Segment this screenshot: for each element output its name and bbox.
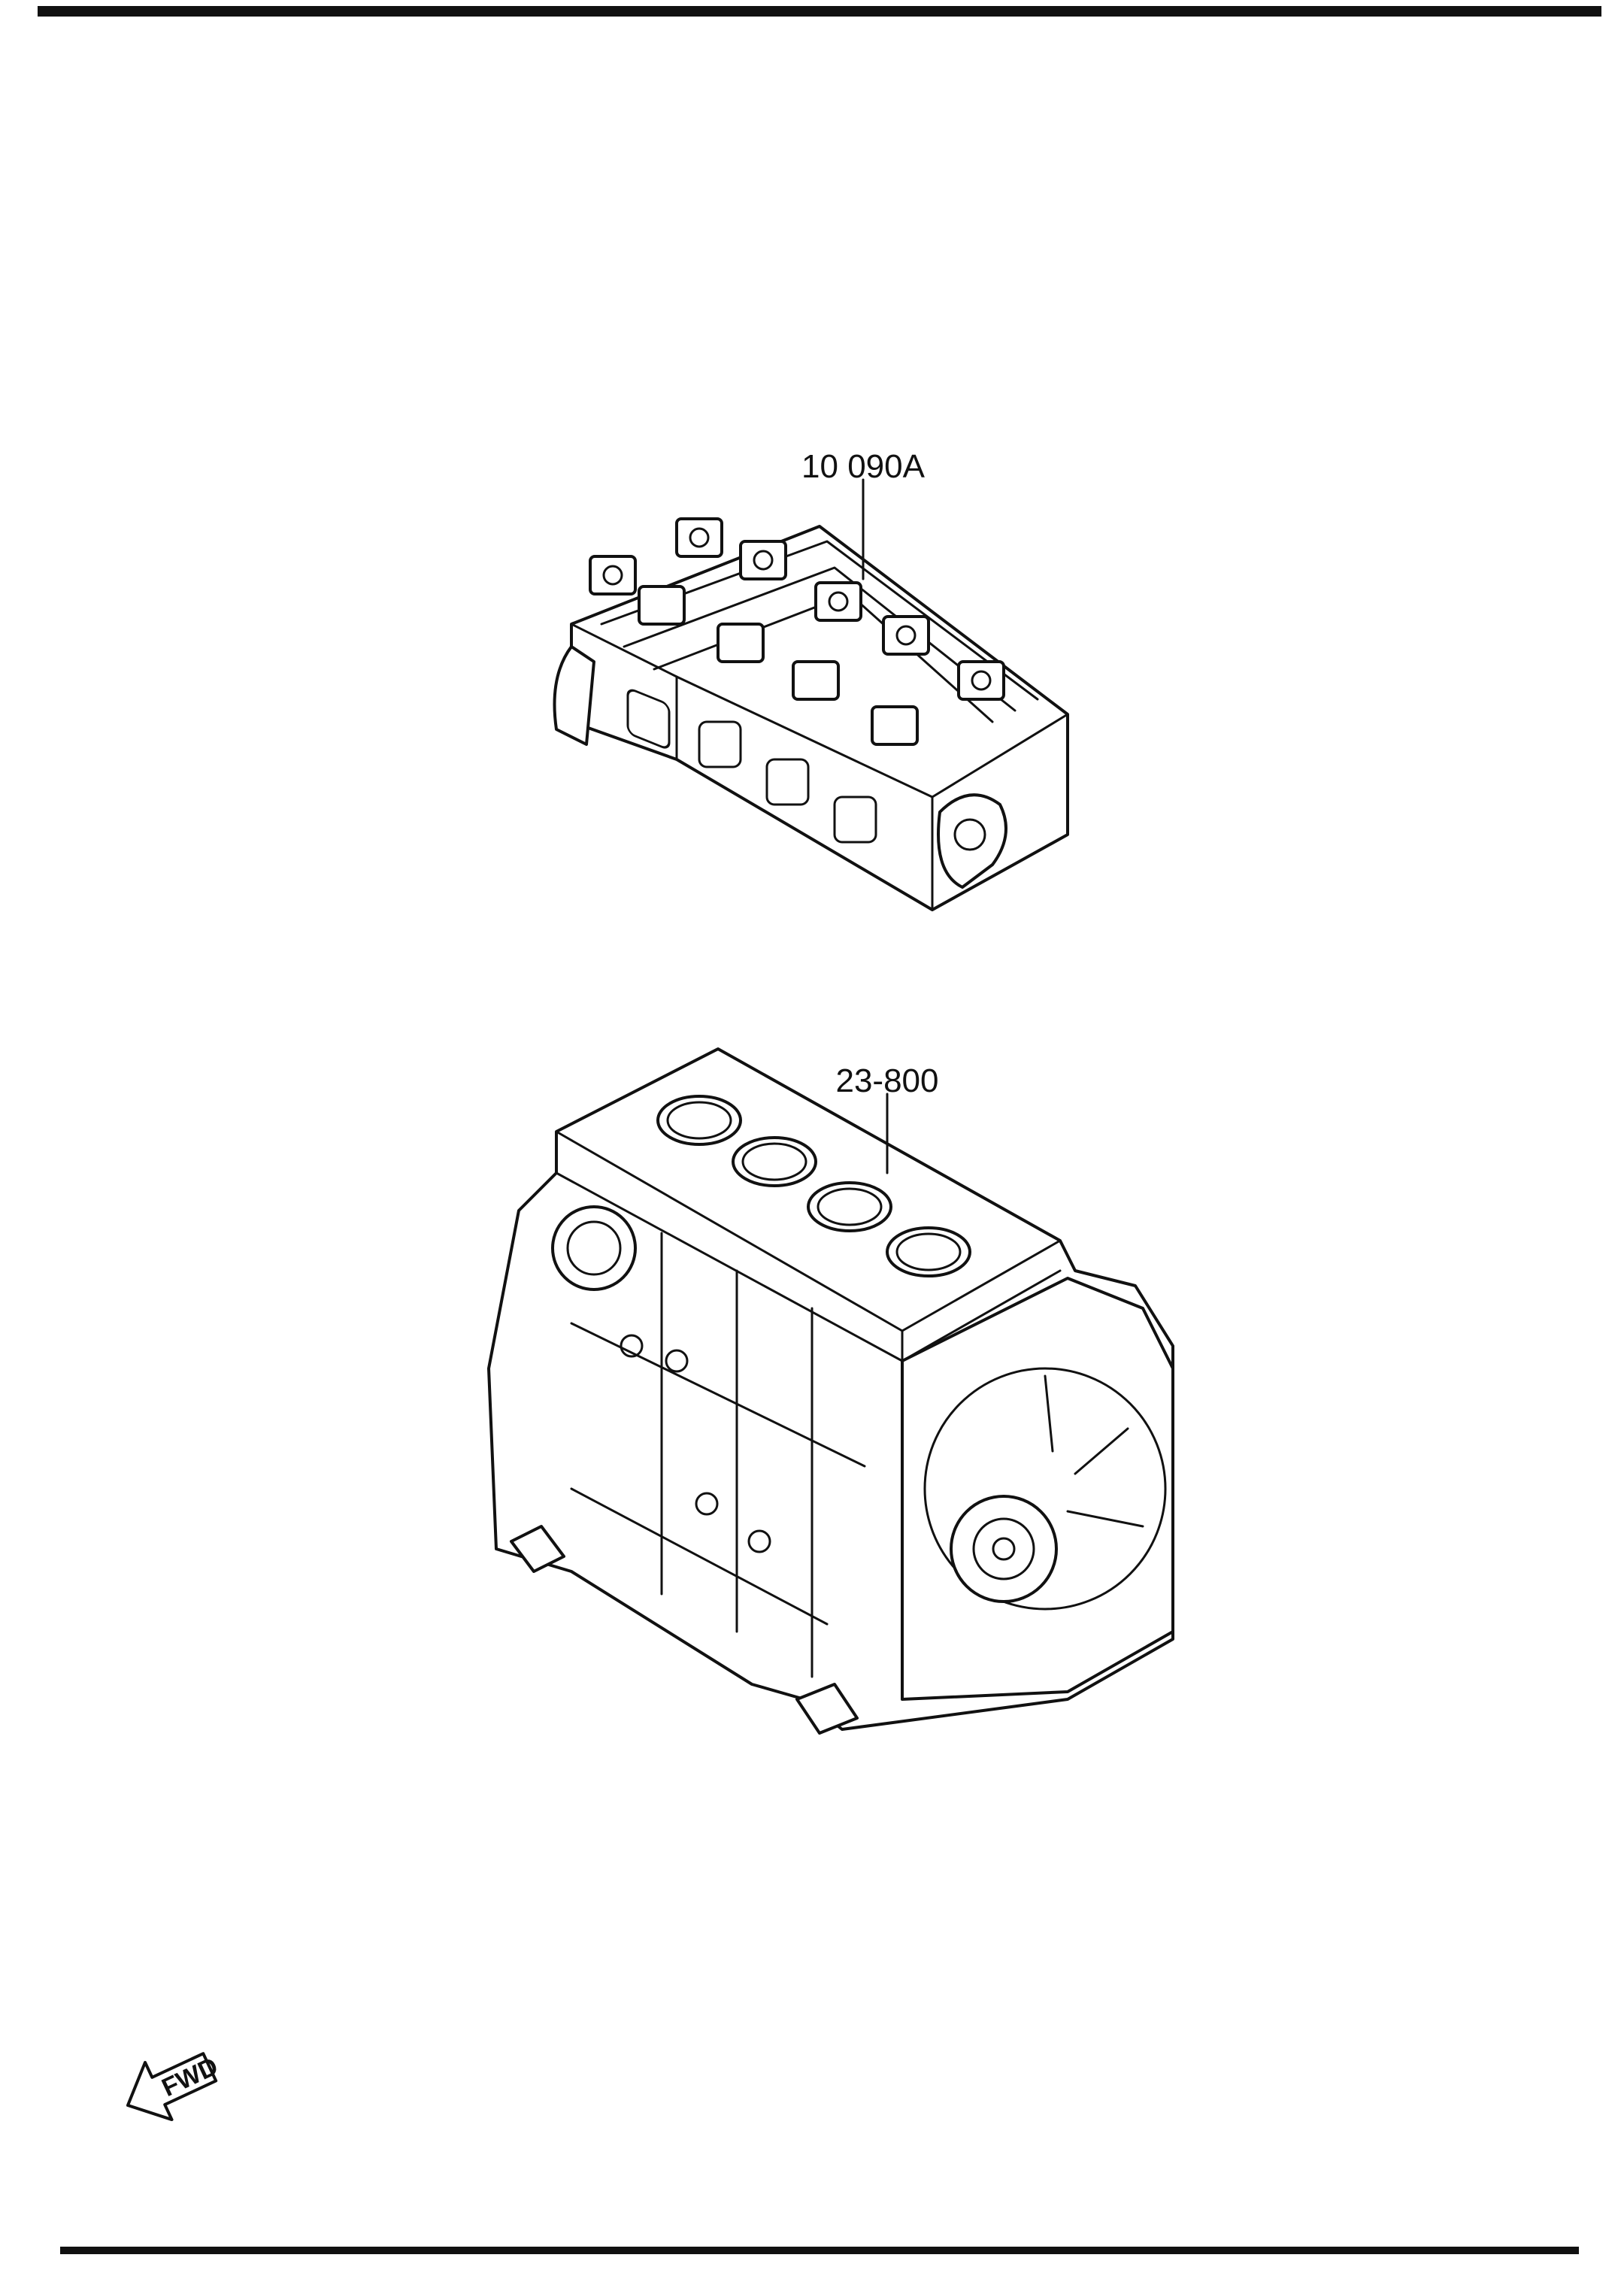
cylinder-head-part-number: 10 090A <box>801 448 926 485</box>
cylinder-head-illustration <box>553 517 1069 911</box>
cam-caps <box>589 517 1005 746</box>
rear-flange <box>901 1277 1174 1701</box>
cylinder-bores <box>656 1095 971 1277</box>
cylinder-block-part-number: 23-800 <box>835 1062 938 1099</box>
intake-ports <box>626 689 877 844</box>
bottom-border-rule <box>60 2247 1579 2254</box>
top-border-rule <box>38 6 1601 17</box>
fwd-arrow-icon: FWD <box>126 2052 223 2122</box>
cylinder-block-illustration <box>487 1047 1174 1735</box>
